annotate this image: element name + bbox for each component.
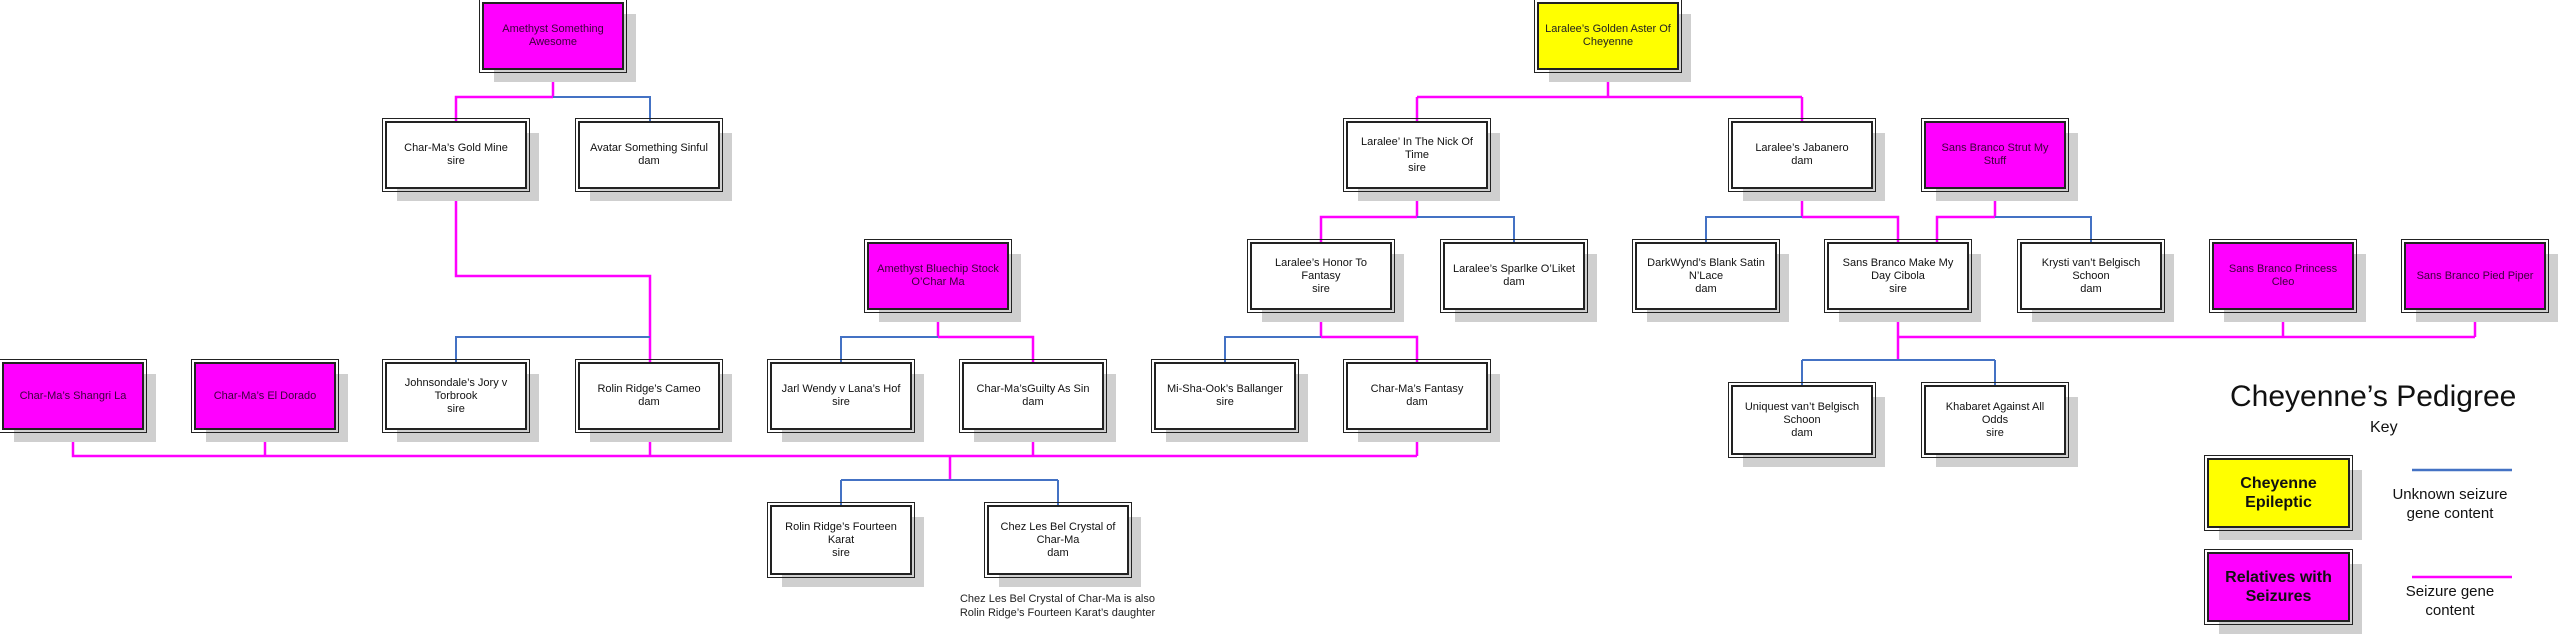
node-name: Laralee’ In The Nick Of Time — [1361, 135, 1473, 161]
node-role: sire — [447, 155, 465, 167]
key-seizure-line-label: Seizure gene content — [2405, 583, 2495, 619]
node-name: Laralee’s Sparlke O’Liket — [1452, 263, 1576, 275]
node-name: Laralee’s Golden Aster Of Cheyenne — [1545, 23, 1671, 48]
node-amethyst-bluechip: Amethyst Bluechip Stock O’Char Ma — [864, 239, 1012, 313]
node-role: dam — [2080, 282, 2102, 295]
node-name: Char-Ma’s Shangri La — [19, 389, 127, 402]
node-name: Sans Branco Princess Cleo — [2228, 263, 2338, 288]
node-name: Avatar Something Sinful — [590, 142, 708, 154]
node-role: dam — [1406, 396, 1428, 408]
node-role: dam — [1791, 426, 1813, 439]
unknown-line-9 — [1417, 216, 1515, 242]
node-name: DarkWynd’s Blank Satin N’Lace — [1647, 256, 1765, 282]
node-name: Krysti van’t Belgisch Schoon — [2041, 256, 2141, 282]
node-role: sire — [447, 402, 465, 415]
unknown-line-18 — [455, 336, 650, 362]
node-role: dam — [1791, 155, 1813, 167]
node-role: dam — [1695, 282, 1717, 295]
node-role: sire — [1216, 396, 1234, 408]
seizure-line-2 — [454, 95, 553, 121]
node-name: Sans Branco Make My Day Cibola — [1842, 256, 1954, 282]
key-epileptic-swatch: Cheyenne Epileptic — [2204, 455, 2353, 531]
node-name: Jarl Wendy v Lana’s Hof — [781, 383, 901, 395]
node-role: sire — [832, 396, 850, 408]
node-laralee-golden-aster: Laralee’s Golden Aster Of Cheyenne — [1534, 0, 1682, 73]
seizure-line-8 — [1319, 215, 1417, 242]
node-name: Char-Ma’s Fantasy — [1370, 383, 1464, 395]
node-role: dam — [1047, 546, 1069, 559]
node-name: Chez Les Bel Crystal of Char-Ma — [1000, 520, 1116, 546]
seizure-line-20 — [938, 335, 1035, 362]
node-name: Char-Ma’s El Dorado — [213, 389, 317, 402]
seizure-line-23 — [1321, 335, 1419, 362]
node-sans-branco-princess-cleo: Sans Branco Princess Cleo — [2209, 239, 2357, 313]
key-epileptic-label: Cheyenne Epileptic — [2240, 475, 2317, 511]
key-subtitle: Key — [2370, 419, 2398, 436]
node-charma-el-dorado: Char-Ma’s El Dorado — [191, 359, 339, 433]
node-amethyst-something-awesome: Amethyst Something Awesome — [479, 0, 627, 73]
node-role: sire — [1889, 282, 1907, 295]
node-role: dam — [1022, 396, 1044, 408]
node-name: Uniquest van’t Belgisch Schoon — [1744, 400, 1860, 426]
page-title: Cheyenne’s Pedigree — [2230, 380, 2517, 413]
node-role: dam — [1503, 276, 1525, 288]
unknown-line-12 — [1705, 216, 1802, 242]
node-name: Johnsondale’s Jory v Torbrook — [404, 376, 508, 402]
key-unknown-line-label: Unknown seizure gene content — [2392, 486, 2508, 522]
node-role: sire — [832, 546, 850, 559]
node-role: sire — [1986, 426, 2004, 439]
node-name: Khabaret Against All Odds — [1945, 400, 2045, 426]
pedigree-note: Chez Les Bel Crystal of Char-Ma is also … — [959, 593, 1156, 619]
node-charma-shangri-la: Char-Ma’s Shangri La — [0, 359, 147, 433]
node-name: Amethyst Something Awesome — [502, 23, 604, 48]
node-name: Sans Branco Strut My Stuff — [1941, 142, 2049, 167]
node-sans-branco-strut: Sans Branco Strut My Stuff — [1921, 118, 2069, 192]
node-role: dam — [638, 155, 660, 167]
seizure-line-33 — [71, 430, 1417, 458]
node-name: Rolin Ridge’s Fourteen Karat — [785, 520, 897, 546]
unknown-line-15 — [1995, 216, 2092, 242]
node-name: Laralee’s Honor To Fantasy — [1275, 256, 1367, 282]
seizure-line-16 — [454, 189, 652, 337]
seizure-line-14 — [1935, 215, 1995, 242]
node-name: Sans Branco Pied Piper — [2416, 269, 2534, 282]
unknown-line-24 — [1224, 336, 1321, 362]
node-name: Mi-Sha-Ook’s Ballanger — [1167, 383, 1283, 395]
node-role: sire — [1408, 161, 1426, 174]
node-name: Char-Ma’s Gold Mine — [404, 142, 508, 154]
node-role: sire — [1312, 282, 1330, 295]
unknown-line-21 — [840, 336, 938, 362]
key-affected-label: Relatives with Seizures — [2225, 569, 2332, 605]
node-sans-branco-pied-piper: Sans Branco Pied Piper — [2401, 239, 2549, 313]
node-role: dam — [638, 396, 660, 408]
node-name: Laralee’s Jabanero — [1755, 142, 1849, 154]
unknown-line-1 — [553, 96, 651, 121]
node-name: Rolin Ridge’s Cameo — [597, 383, 701, 395]
node-name: Char-Ma’sGuilty As Sin — [976, 383, 1090, 395]
seizure-line-11 — [1802, 215, 1900, 242]
key-affected-swatch: Relatives with Seizures — [2204, 549, 2353, 625]
node-name: Amethyst Bluechip Stock O’Char Ma — [877, 263, 999, 288]
